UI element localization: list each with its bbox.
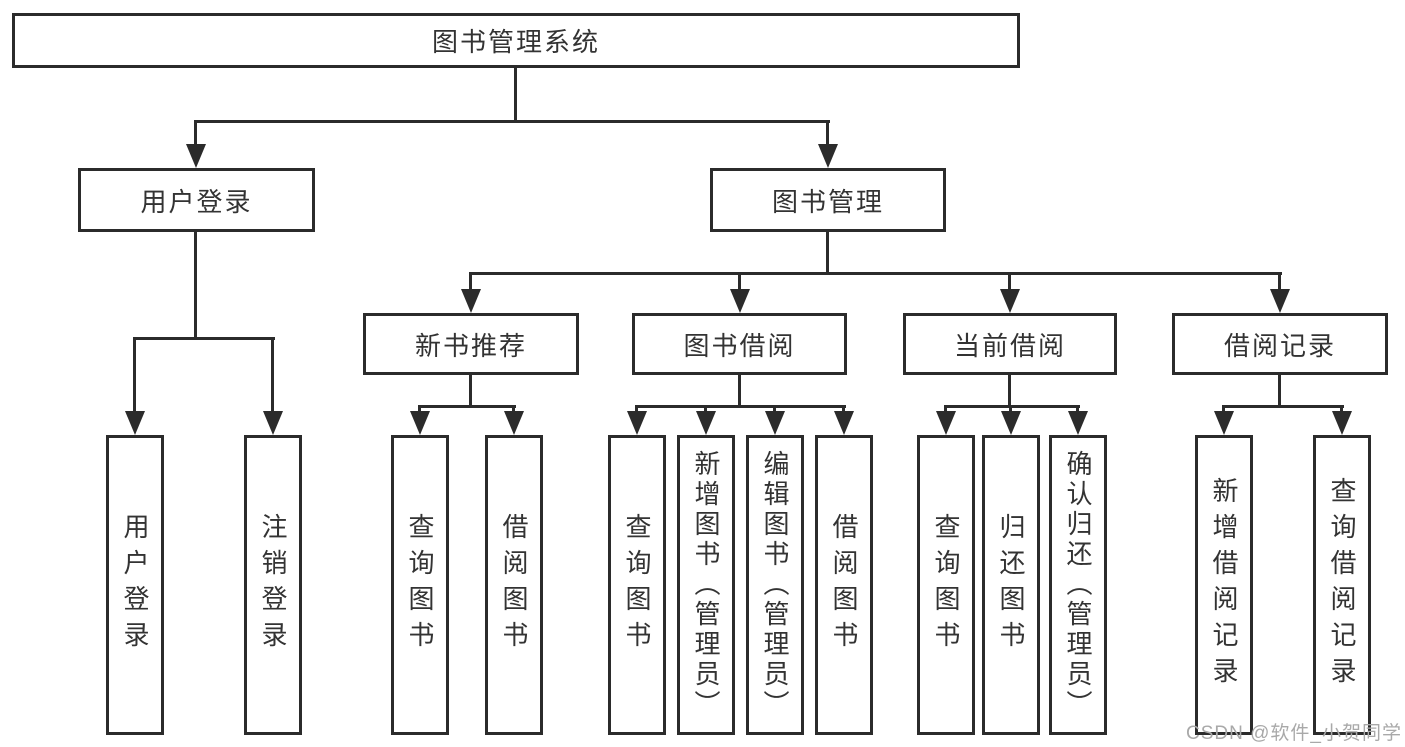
connector xyxy=(271,337,274,413)
connector xyxy=(738,375,741,408)
csdn-watermark: CSDN @软件_小贺同学 xyxy=(1186,723,1402,744)
arrowhead-icon xyxy=(504,411,524,435)
connector xyxy=(1222,405,1344,408)
arrowhead-icon xyxy=(263,411,283,435)
connector xyxy=(418,405,516,408)
arrowhead-icon xyxy=(125,411,145,435)
connector xyxy=(1008,375,1011,408)
connector xyxy=(469,272,1282,275)
arrowhead-icon xyxy=(834,411,854,435)
leaf-query-borrow-record: 查询借阅记录 xyxy=(1313,435,1371,735)
connector xyxy=(194,120,197,146)
connector xyxy=(944,405,1080,408)
arrowhead-icon xyxy=(1001,411,1021,435)
connector xyxy=(469,272,472,291)
connector xyxy=(194,232,197,340)
arrowhead-icon xyxy=(1068,411,1088,435)
arrowhead-icon xyxy=(765,411,785,435)
connector xyxy=(826,232,829,275)
node-library-system: 图书管理系统 xyxy=(12,13,1020,68)
connector xyxy=(1009,405,1012,413)
connector xyxy=(738,272,741,291)
node-current-borrow: 当前借阅 xyxy=(903,313,1117,375)
node-user-login: 用户登录 xyxy=(78,168,315,232)
connector xyxy=(1278,272,1281,291)
connector xyxy=(418,405,421,413)
node-new-book-recommend: 新书推荐 xyxy=(363,313,579,375)
arrowhead-icon xyxy=(186,144,206,168)
leaf-query-books-current: 查询图书 xyxy=(917,435,975,735)
connector xyxy=(944,405,947,413)
connector xyxy=(469,375,472,408)
connector xyxy=(635,405,638,413)
leaf-query-books-recommend: 查询图书 xyxy=(391,435,449,735)
connector xyxy=(514,68,517,123)
leaf-confirm-return-admin: 确认归还（管理员） xyxy=(1049,435,1107,735)
connector xyxy=(1222,405,1225,413)
connector xyxy=(842,405,845,413)
leaf-logout: 注销登录 xyxy=(244,435,302,735)
arrowhead-icon xyxy=(627,411,647,435)
arrowhead-icon xyxy=(410,411,430,435)
connector xyxy=(773,405,776,413)
arrowhead-icon xyxy=(1000,289,1020,313)
arrowhead-icon xyxy=(730,289,750,313)
connector xyxy=(194,120,830,123)
connector xyxy=(1340,405,1343,413)
connector xyxy=(635,405,846,408)
node-borrow-records: 借阅记录 xyxy=(1172,313,1388,375)
connector xyxy=(133,337,136,413)
connector xyxy=(1278,375,1281,408)
arrowhead-icon xyxy=(1214,411,1234,435)
leaf-add-books-admin: 新增图书（管理员） xyxy=(677,435,735,735)
leaf-add-borrow-record: 新增借阅记录 xyxy=(1195,435,1253,735)
leaf-query-books-borrow: 查询图书 xyxy=(608,435,666,735)
leaf-borrow-books-borrow: 借阅图书 xyxy=(815,435,873,735)
connector xyxy=(133,337,275,340)
connector xyxy=(1008,272,1011,291)
arrowhead-icon xyxy=(1332,411,1352,435)
node-book-borrow: 图书借阅 xyxy=(632,313,847,375)
arrowhead-icon xyxy=(1270,289,1290,313)
arrowhead-icon xyxy=(818,144,838,168)
arrowhead-icon xyxy=(936,411,956,435)
leaf-borrow-books-recommend: 借阅图书 xyxy=(485,435,543,735)
leaf-return-books: 归还图书 xyxy=(982,435,1040,735)
leaf-edit-books-admin: 编辑图书（管理员） xyxy=(746,435,804,735)
connector xyxy=(512,405,515,413)
arrowhead-icon xyxy=(696,411,716,435)
node-book-management: 图书管理 xyxy=(710,168,946,232)
arrowhead-icon xyxy=(461,289,481,313)
connector xyxy=(826,120,829,146)
connector xyxy=(1076,405,1079,413)
connector xyxy=(704,405,707,413)
leaf-user-login: 用户登录 xyxy=(106,435,164,735)
